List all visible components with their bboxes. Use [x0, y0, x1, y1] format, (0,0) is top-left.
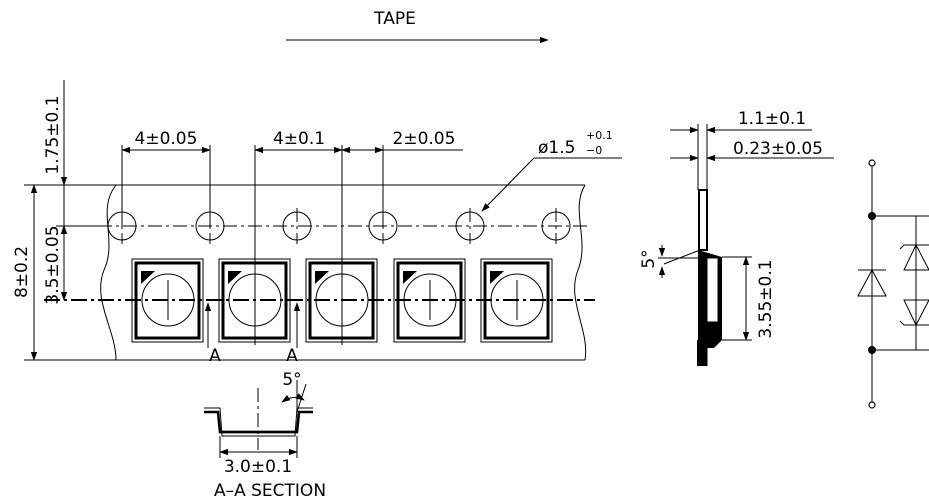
- section-view: [204, 380, 313, 458]
- dim-hole-to-center: 3.5±0.05: [43, 225, 63, 304]
- zener-diode-icon: [899, 243, 929, 271]
- section-marker-a: A: [204, 302, 221, 366]
- dim-tape-thickness: 0.23±0.05: [733, 139, 823, 159]
- dim-tape-width: 8±0.2: [12, 246, 32, 298]
- svg-text:A: A: [209, 346, 221, 366]
- diode-icon: [857, 268, 887, 297]
- tape-direction-label: TAPE: [373, 9, 416, 29]
- hole-dia-leader: [481, 157, 535, 212]
- dim-pocket-depth: 3.55±0.1: [756, 259, 776, 338]
- tape-outline: [100, 184, 587, 361]
- section-angle: 5°: [282, 370, 301, 390]
- side-view: [658, 124, 752, 366]
- pocket: [393, 258, 466, 343]
- pocket: [218, 258, 291, 343]
- terminal-icon: [868, 401, 876, 409]
- svg-text:A: A: [286, 346, 298, 366]
- pocket: [131, 258, 204, 343]
- pocket: [305, 258, 378, 343]
- terminal-icon: [868, 159, 876, 167]
- pocket: [480, 258, 553, 343]
- sprocket-holes: [107, 208, 571, 244]
- dim-pitch-pocket: 4±0.1: [273, 129, 325, 149]
- circuit-schematic: [857, 159, 929, 409]
- dim-pitch-hole: 4±0.05: [135, 129, 198, 149]
- dim-carrier-thickness: 1.1±0.1: [738, 109, 806, 129]
- pockets: [131, 258, 553, 343]
- dim-edge-to-hole: 1.75±0.1: [43, 95, 63, 174]
- dim-hole-to-pocket: 2±0.05: [393, 129, 456, 149]
- dim-side-angle: 5°: [639, 249, 659, 268]
- hole-dia-base: ø1.5: [538, 138, 575, 158]
- section-width: 3.0±0.1: [224, 457, 292, 477]
- zener-diode-icon: [899, 299, 929, 327]
- hole-dia-minus: −0: [586, 144, 602, 157]
- hole-dia-plus: +0.1: [586, 129, 613, 142]
- section-marker-a: A: [286, 302, 301, 366]
- section-title: A–A SECTION: [214, 481, 326, 501]
